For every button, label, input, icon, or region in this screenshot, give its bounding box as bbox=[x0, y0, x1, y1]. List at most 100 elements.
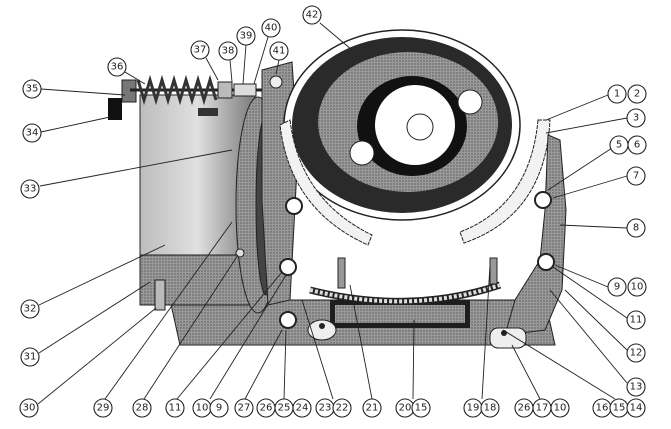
lower-pin-icon bbox=[537, 253, 555, 271]
svg-text:12: 12 bbox=[630, 348, 643, 359]
base-frame bbox=[169, 281, 556, 346]
svg-text:10: 10 bbox=[554, 403, 567, 414]
callout-23: 23 bbox=[315, 398, 335, 418]
svg-text:39: 39 bbox=[240, 31, 253, 42]
callout-9b: 9 bbox=[209, 398, 229, 418]
svg-text:25: 25 bbox=[278, 403, 291, 414]
svg-text:11: 11 bbox=[169, 403, 182, 414]
callout-26b: 26 bbox=[514, 398, 534, 418]
callout-5: 5 bbox=[609, 135, 629, 155]
svg-text:11: 11 bbox=[630, 315, 643, 326]
svg-text:3: 3 bbox=[633, 113, 639, 124]
svg-text:19: 19 bbox=[467, 403, 480, 414]
svg-text:1: 1 bbox=[614, 89, 620, 100]
svg-text:28: 28 bbox=[136, 403, 149, 414]
leader-lines bbox=[37, 22, 628, 405]
brake-drum bbox=[283, 29, 521, 221]
callout-30: 30 bbox=[19, 398, 39, 418]
svg-text:29: 29 bbox=[97, 403, 110, 414]
svg-text:41: 41 bbox=[273, 46, 286, 57]
svg-text:6: 6 bbox=[634, 140, 640, 151]
svg-text:37: 37 bbox=[194, 45, 207, 56]
callout-10b: 10 bbox=[192, 398, 212, 418]
right-brake-shoe bbox=[459, 119, 551, 244]
callout-10c: 10 bbox=[550, 398, 570, 418]
foot-pin-icon bbox=[279, 311, 297, 329]
svg-text:20: 20 bbox=[399, 403, 412, 414]
svg-text:15: 15 bbox=[613, 403, 626, 414]
svg-text:9: 9 bbox=[216, 403, 222, 414]
callout-26: 26 bbox=[256, 398, 276, 418]
callout-35: 35 bbox=[22, 79, 42, 99]
spring bbox=[108, 74, 270, 120]
svg-text:7: 7 bbox=[633, 171, 639, 182]
svg-text:23: 23 bbox=[319, 403, 332, 414]
callout-15b: 15 bbox=[609, 398, 629, 418]
callout-36: 36 bbox=[107, 57, 127, 77]
callout-22: 22 bbox=[332, 398, 352, 418]
svg-text:40: 40 bbox=[265, 23, 278, 34]
callout-41: 41 bbox=[269, 41, 289, 61]
feet bbox=[307, 319, 527, 349]
callout-38: 38 bbox=[218, 41, 238, 61]
svg-text:16: 16 bbox=[596, 403, 609, 414]
svg-text:13: 13 bbox=[630, 382, 643, 393]
svg-text:22: 22 bbox=[336, 403, 349, 414]
svg-text:24: 24 bbox=[296, 403, 309, 414]
callout-21: 21 bbox=[362, 398, 382, 418]
callout-40: 40 bbox=[261, 18, 281, 38]
callout-27: 27 bbox=[234, 398, 254, 418]
left-upper-pin-icon bbox=[285, 197, 303, 215]
callout-24: 24 bbox=[292, 398, 312, 418]
callout-11b: 11 bbox=[165, 398, 185, 418]
svg-text:14: 14 bbox=[630, 403, 643, 414]
callout-13: 13 bbox=[626, 377, 646, 397]
svg-text:31: 31 bbox=[24, 352, 37, 363]
callout-34: 34 bbox=[22, 123, 42, 143]
svg-text:32: 32 bbox=[24, 304, 37, 315]
callout-32: 32 bbox=[20, 299, 40, 319]
svg-text:5: 5 bbox=[616, 140, 622, 151]
upper-pin-icon bbox=[534, 191, 552, 209]
callout-6: 6 bbox=[627, 135, 647, 155]
callout-31: 31 bbox=[20, 347, 40, 367]
left-lower-pin-icon bbox=[279, 258, 297, 276]
svg-text:18: 18 bbox=[484, 403, 497, 414]
callout-17: 17 bbox=[532, 398, 552, 418]
svg-text:26: 26 bbox=[518, 403, 531, 414]
svg-text:2: 2 bbox=[634, 89, 640, 100]
callout-15: 15 bbox=[411, 398, 431, 418]
svg-text:42: 42 bbox=[306, 10, 319, 21]
callout-20: 20 bbox=[395, 398, 415, 418]
left-brake-shoe bbox=[279, 119, 373, 246]
callout-28: 28 bbox=[132, 398, 152, 418]
callout-19: 19 bbox=[463, 398, 483, 418]
callout-37: 37 bbox=[190, 40, 210, 60]
svg-text:26: 26 bbox=[260, 403, 273, 414]
callout-2: 2 bbox=[627, 84, 647, 104]
callout-8: 8 bbox=[626, 218, 646, 238]
svg-text:35: 35 bbox=[26, 84, 39, 95]
svg-text:15: 15 bbox=[415, 403, 428, 414]
callout-10: 10 bbox=[627, 277, 647, 297]
svg-text:36: 36 bbox=[111, 62, 124, 73]
callout-18: 18 bbox=[480, 398, 500, 418]
callout-12: 12 bbox=[626, 343, 646, 363]
callout-16: 16 bbox=[592, 398, 612, 418]
svg-text:17: 17 bbox=[536, 403, 549, 414]
callout-25: 25 bbox=[274, 398, 294, 418]
svg-text:30: 30 bbox=[23, 403, 36, 414]
callout-33: 33 bbox=[20, 179, 40, 199]
svg-text:33: 33 bbox=[24, 184, 37, 195]
svg-text:8: 8 bbox=[633, 223, 639, 234]
svg-text:21: 21 bbox=[366, 403, 379, 414]
svg-text:27: 27 bbox=[238, 403, 251, 414]
svg-text:34: 34 bbox=[26, 128, 39, 139]
callout-11: 11 bbox=[626, 310, 646, 330]
svg-text:38: 38 bbox=[222, 46, 235, 57]
callout-7: 7 bbox=[626, 166, 646, 186]
callout-3: 3 bbox=[626, 108, 646, 128]
svg-text:9: 9 bbox=[614, 282, 620, 293]
callout-42: 42 bbox=[302, 5, 322, 25]
